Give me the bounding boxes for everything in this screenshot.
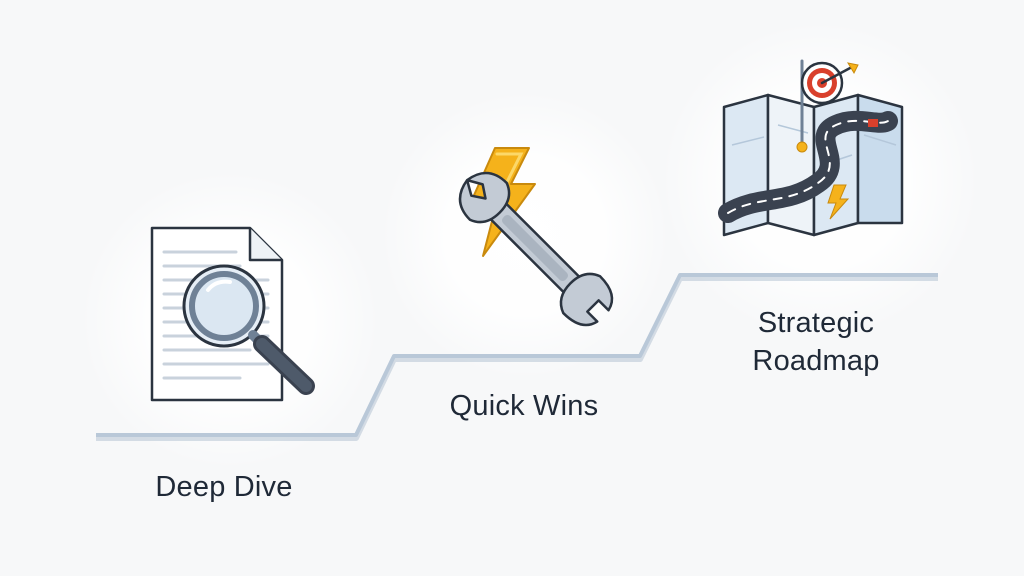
step-label-line: Roadmap (752, 345, 880, 377)
step-label-strategic-roadmap: Strategic Roadmap (736, 304, 896, 380)
roadmap-target-icon (718, 55, 908, 240)
step-label-line: Strategic (757, 307, 875, 339)
document-magnifier-icon (140, 220, 320, 410)
lightning-wrench-icon (445, 140, 615, 330)
step-label-deep-dive: Deep Dive (155, 471, 293, 503)
step-label-quick-wins: Quick Wins (449, 390, 599, 422)
